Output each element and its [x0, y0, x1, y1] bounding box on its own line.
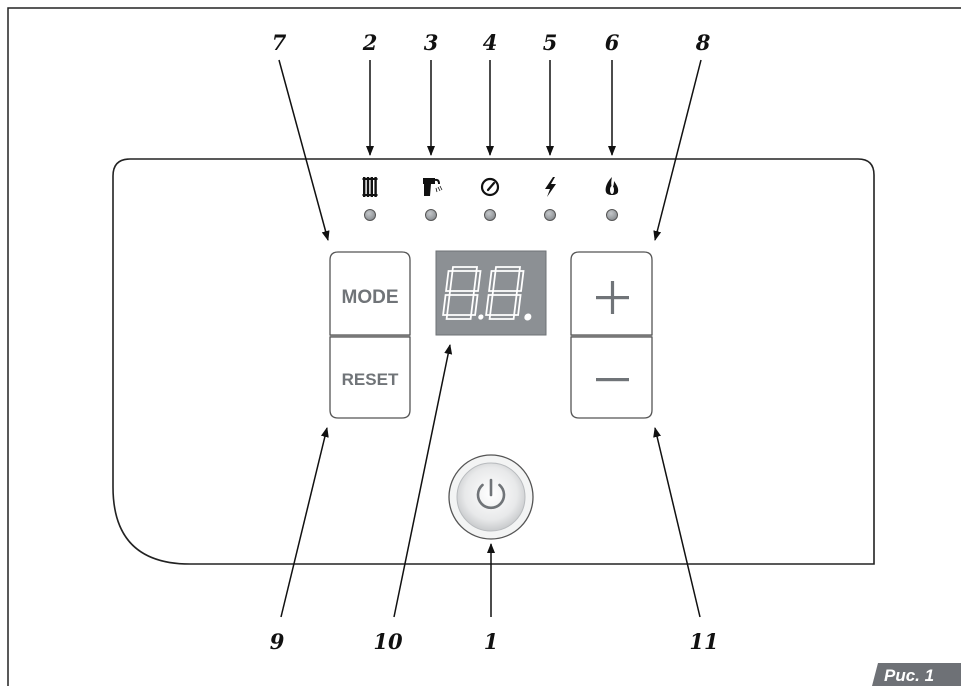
arrow-8	[653, 59, 702, 241]
callout-arrows	[278, 59, 702, 618]
callout-7: 7	[272, 30, 287, 55]
plus-button[interactable]	[570, 251, 653, 336]
indicator-led	[364, 209, 376, 221]
indicator-led	[606, 209, 618, 221]
minus-button[interactable]	[570, 336, 653, 419]
callout-5: 5	[543, 30, 558, 55]
figure-label: Рис. 1	[872, 663, 961, 686]
lightning-icon	[545, 177, 556, 197]
mode-button-label: MODE	[342, 287, 399, 308]
callout-4: 4	[483, 30, 498, 55]
reset-button[interactable]: RESET	[329, 336, 411, 419]
arrow-7	[278, 59, 330, 241]
figure-label-text: Рис. 1	[884, 666, 934, 685]
gauge-icon	[480, 177, 500, 197]
arrow-10	[393, 344, 453, 618]
radiator-icon	[362, 177, 378, 197]
flame-icon	[605, 177, 619, 195]
digit-one	[442, 266, 484, 320]
panel-outline	[112, 158, 875, 565]
indicator-led	[544, 209, 556, 221]
tap-icon	[423, 178, 443, 196]
figure-border	[7, 7, 961, 686]
callout-11: 11	[689, 629, 718, 654]
arrow-11	[653, 427, 701, 618]
arrow-9	[280, 427, 329, 618]
power-button[interactable]	[448, 454, 534, 540]
callout-2: 2	[362, 30, 378, 55]
digit-two	[485, 266, 532, 321]
seven-segment-display	[435, 250, 547, 336]
callout-6: 6	[605, 30, 620, 55]
mode-button[interactable]: MODE	[329, 251, 411, 336]
callout-9: 9	[270, 629, 285, 654]
indicator-led	[484, 209, 496, 221]
callout-1: 1	[484, 629, 499, 654]
indicator-led	[425, 209, 437, 221]
minus-icon	[596, 378, 629, 382]
reset-button-label: RESET	[342, 370, 399, 389]
callout-3: 3	[424, 30, 439, 55]
callout-8: 8	[695, 30, 711, 55]
plus-icon	[596, 281, 629, 314]
power-icon	[476, 478, 506, 510]
callout-10: 10	[373, 629, 403, 654]
